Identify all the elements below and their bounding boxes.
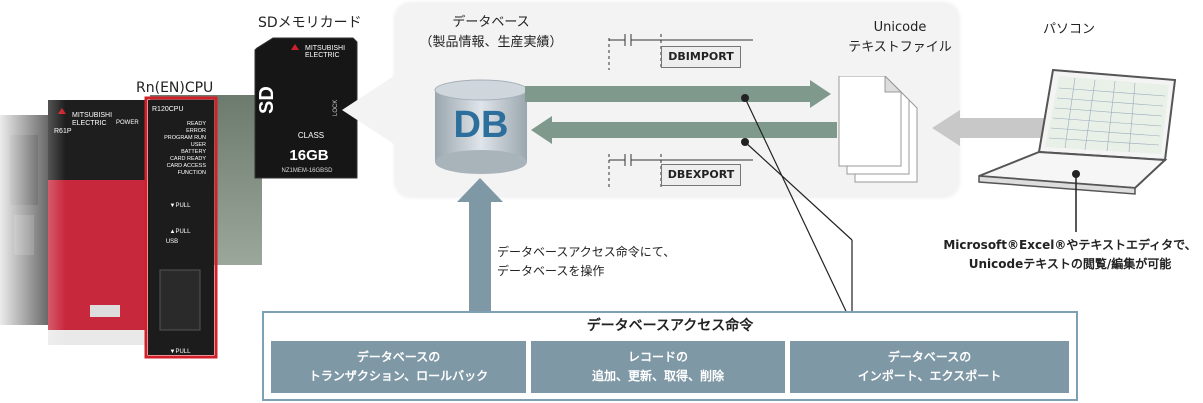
laptop <box>978 68 1177 195</box>
db-icon-text: DB <box>453 104 509 146</box>
svg-text:LOCK: LOCK <box>333 100 339 116</box>
text-file-icon <box>837 74 929 186</box>
dbexport-command: DBEXPORT <box>661 164 741 186</box>
dbimport-command: DBIMPORT <box>661 46 741 68</box>
database-title: データベース （製品情報、生産実績） <box>419 15 563 50</box>
cpu-label: Rn(EN)CPU <box>136 80 214 96</box>
instruction-set-title: データベースアクセス命令 <box>586 318 754 334</box>
pc-callout-line <box>1075 172 1077 232</box>
svg-text:NZ1MEM-16GBSD: NZ1MEM-16GBSD <box>281 168 333 174</box>
svg-text:ELECTRIC: ELECTRIC <box>305 52 340 59</box>
callout-lines <box>741 94 863 346</box>
svg-text:16GB: 16GB <box>289 147 328 164</box>
arrows-db-file <box>525 80 837 144</box>
instruction-import-export: データベースの インポート、エクスポート <box>790 341 1069 393</box>
svg-text:MITSUBISHI: MITSUBISHI <box>305 45 345 52</box>
unicode-file-label: Unicode テキストファイル <box>848 20 952 55</box>
instruction-transaction: データベースの トランザクション、ロールバック <box>271 341 526 393</box>
sd-card-label: SDメモリカード <box>258 15 362 31</box>
instruction-record: レコードの 追加、更新、取得、削除 <box>531 341 785 393</box>
arrow-instructions-db <box>457 178 503 313</box>
svg-text:SD: SD <box>256 86 278 114</box>
laptop-icon <box>975 68 1180 218</box>
text-file-stack <box>838 74 918 183</box>
callout-wedge <box>342 72 400 148</box>
database-icon <box>433 78 529 176</box>
pc-label: パソコン <box>1043 22 1096 37</box>
svg-text:CLASS: CLASS <box>298 131 324 140</box>
access-note: データベースアクセス命令にて、 データベースを操作 <box>497 245 676 278</box>
ladder-export <box>608 154 753 188</box>
db-cylinder <box>434 79 528 174</box>
pc-note: Microsoft®Excel®やテキストエディタで、 Unicodeテキストの… <box>943 238 1197 271</box>
plc-unit: MITSUBISHI ELECTRIC R61P POWER R120CPU R… <box>0 95 262 395</box>
arrow-pc-file <box>932 110 1048 146</box>
plc-illustration: MITSUBISHI ELECTRIC R61P POWER R120CPU R… <box>0 95 262 395</box>
